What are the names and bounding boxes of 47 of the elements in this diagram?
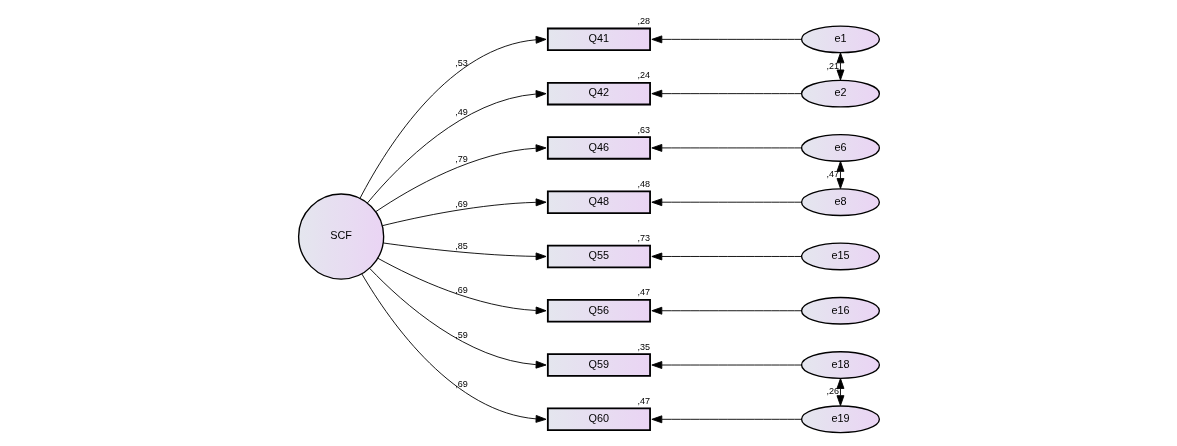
node-ellipse: e16 [800, 296, 880, 325]
node-ellipse: e2 [800, 79, 880, 108]
node-label: ,24 [636, 70, 650, 81]
edge-label: ,47 [826, 169, 839, 180]
arrow [836, 378, 844, 407]
node-label: ,48 [636, 178, 650, 189]
edge-label: ,69 [454, 284, 468, 295]
arrow [650, 35, 802, 44]
node-label: ,47 [636, 395, 650, 406]
node-label: ,47 [636, 287, 650, 298]
edge-label: ,53 [454, 57, 468, 68]
node-ellipse: e18 [800, 351, 880, 379]
node-label: ,35 [636, 341, 650, 352]
node-circle: SCF [297, 193, 384, 280]
node-ellipse: e6 [800, 133, 880, 162]
arrow [650, 89, 802, 98]
arrow [650, 252, 802, 261]
arrow [360, 273, 546, 423]
edge-label: ,69 [454, 198, 468, 209]
arrow [374, 144, 546, 213]
arrow [376, 257, 546, 315]
edge-label: ,85 [454, 241, 468, 252]
arrow [359, 35, 546, 199]
arrow [650, 306, 802, 315]
arrow [836, 52, 844, 81]
node-label: ,63 [636, 124, 650, 135]
edge-label: ,49 [454, 107, 468, 118]
node-label: ,28 [636, 15, 650, 26]
edge-label: ,79 [454, 154, 468, 165]
edge-label: ,59 [454, 329, 468, 340]
arrow [650, 198, 802, 207]
edge-label: ,69 [454, 378, 468, 389]
arrow [382, 242, 546, 261]
arrow [366, 90, 546, 204]
arrow [650, 361, 802, 369]
node-label: ,73 [636, 233, 650, 244]
node-ellipse: e15 [800, 242, 880, 271]
node-ellipse: e19 [800, 405, 880, 434]
arrow [650, 144, 802, 152]
edge-label: ,21 [826, 60, 839, 71]
arrow [368, 267, 546, 369]
edge-label: ,26 [826, 386, 839, 397]
arrow [836, 160, 844, 189]
node-ellipse: e8 [800, 188, 880, 217]
arrow [381, 198, 546, 227]
arrow [650, 415, 802, 424]
node-ellipse: e1 [800, 25, 880, 54]
